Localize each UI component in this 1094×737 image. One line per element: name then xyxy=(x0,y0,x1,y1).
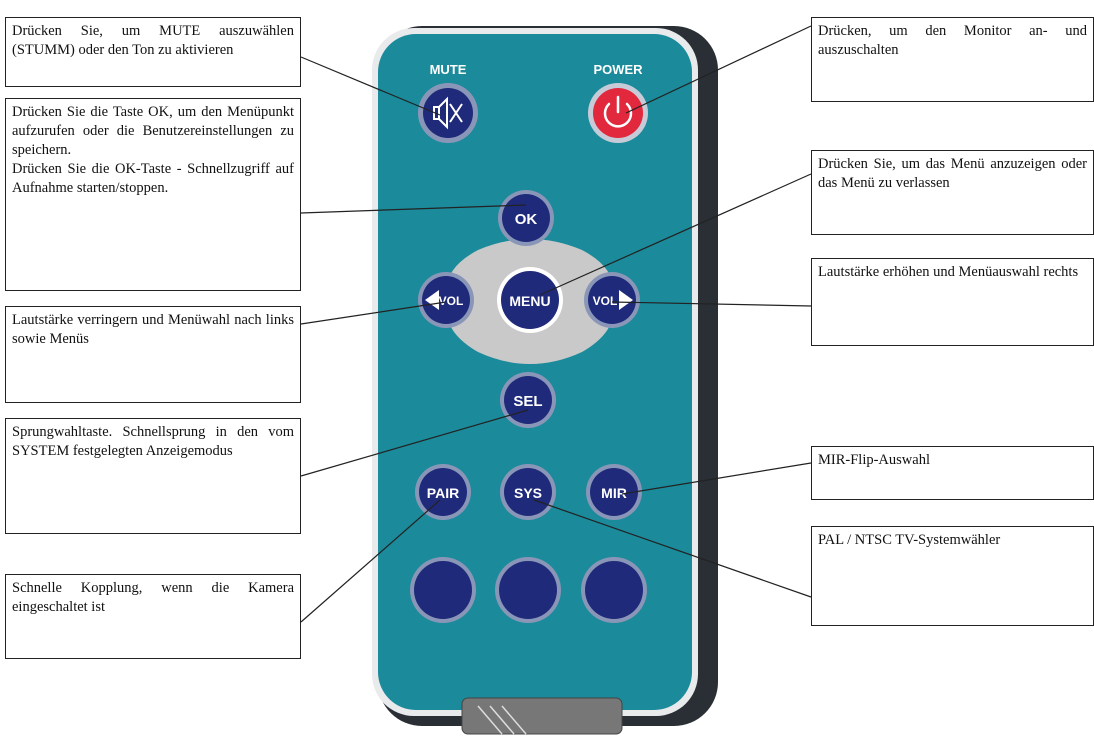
leader-line-ok xyxy=(300,204,527,214)
triangle-right-icon xyxy=(619,290,633,310)
callout-ok-text: Drücken Sie die Taste OK, um den Menüpun… xyxy=(12,104,294,196)
callout-pair: Schnelle Kopplung, wenn die Kamera einge… xyxy=(5,574,301,659)
remote-body xyxy=(378,34,692,710)
callout-menu: Drücken Sie, um das Menü anzuzeigen oder… xyxy=(811,150,1094,235)
pair-button[interactable]: PAIR xyxy=(415,464,471,520)
ok-button-label: OK xyxy=(515,211,538,228)
ir-window-lines xyxy=(477,705,527,735)
leader-line-sys xyxy=(533,499,812,598)
mute-label: MUTE xyxy=(430,62,467,77)
ok-button[interactable]: OK xyxy=(498,190,554,246)
leader-line-pair xyxy=(300,499,441,623)
power-button[interactable] xyxy=(588,83,648,143)
callout-vol-up: Lautstärke erhöhen und Menüauswahl recht… xyxy=(811,258,1094,346)
pair-button-label: PAIR xyxy=(427,485,459,501)
leader-line-mute xyxy=(300,56,441,116)
menu-button-label: MENU xyxy=(509,293,550,309)
blank-button-2[interactable] xyxy=(495,557,561,623)
leader-lines xyxy=(300,25,812,623)
callout-pair-text: Schnelle Kopplung, wenn die Kamera einge… xyxy=(12,580,294,615)
callout-mute: Drücken Sie, um MUTE auszuwählen (STUMM)… xyxy=(5,17,301,87)
leader-line-menu xyxy=(539,173,812,296)
callout-vol-up-text: Lautstärke erhöhen und Menüauswahl recht… xyxy=(818,264,1079,280)
vol-down-label: VOL xyxy=(439,294,464,308)
vol-up-button[interactable]: VOL xyxy=(584,272,640,328)
callout-mir: MIR-Flip-Auswahl xyxy=(811,446,1094,500)
sel-button[interactable]: SEL xyxy=(500,372,556,428)
mir-button[interactable]: MIR xyxy=(586,464,642,520)
callout-sys-text: PAL / NTSC TV-Systemwähler xyxy=(818,532,1001,548)
callout-sel-text: Sprungwahltaste. Schnellsprung in den vo… xyxy=(12,424,294,459)
leader-line-vol-down xyxy=(300,301,447,325)
leader-line-sel xyxy=(300,409,529,477)
callout-mir-text: MIR-Flip-Auswahl xyxy=(818,452,930,468)
callout-mute-text: Drücken Sie, um MUTE auszuwählen (STUMM)… xyxy=(12,23,294,58)
callout-power: Drücken, um den Monitor an- und auszusch… xyxy=(811,17,1094,102)
power-label: POWER xyxy=(593,62,643,77)
callout-ok: Drücken Sie die Taste OK, um den Menüpun… xyxy=(5,98,301,291)
speaker-mute-icon xyxy=(433,96,463,130)
callout-vol-down: Lautstärke verringern und Menüwahl nach … xyxy=(5,306,301,403)
callout-power-text: Drücken, um den Monitor an- und auszusch… xyxy=(818,23,1087,58)
mir-button-label: MIR xyxy=(601,485,627,501)
leader-line-power xyxy=(625,25,812,114)
sys-button-label: SYS xyxy=(514,485,542,501)
blank-button-1[interactable] xyxy=(410,557,476,623)
callout-menu-text: Drücken Sie, um das Menü anzuzeigen oder… xyxy=(818,156,1087,191)
callout-sys: PAL / NTSC TV-Systemwähler xyxy=(811,526,1094,626)
mute-button[interactable] xyxy=(418,83,478,143)
blank-button-3[interactable] xyxy=(581,557,647,623)
vol-up-label: VOL xyxy=(593,294,618,308)
menu-button[interactable]: MENU xyxy=(497,267,563,333)
vol-down-button[interactable]: VOL xyxy=(418,272,474,328)
leader-line-vol-up xyxy=(611,301,812,307)
leader-line-mir xyxy=(621,462,812,495)
callout-sel: Sprungwahltaste. Schnellsprung in den vo… xyxy=(5,418,301,534)
callout-vol-down-text: Lautstärke verringern und Menüwahl nach … xyxy=(12,312,294,347)
sys-button[interactable]: SYS xyxy=(500,464,556,520)
triangle-left-icon xyxy=(425,290,439,310)
sel-button-label: SEL xyxy=(513,393,542,410)
